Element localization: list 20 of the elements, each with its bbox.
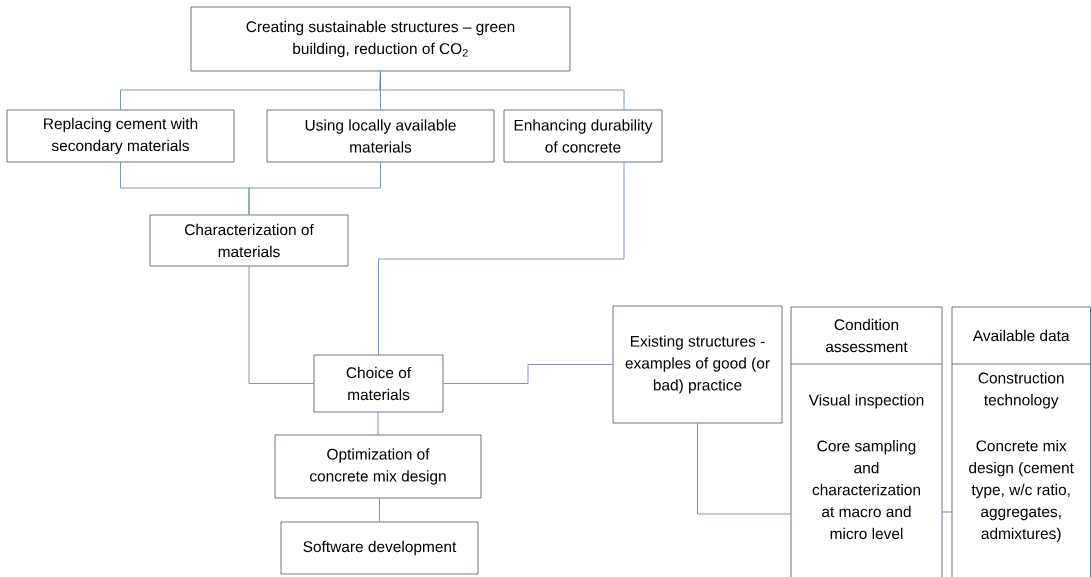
process-box: Choice of materials: [313, 354, 444, 413]
connector-line: [379, 71, 625, 110]
connector-line: [379, 498, 380, 522]
process-box: Optimization of concrete mix design: [274, 434, 482, 499]
connector-line: [378, 162, 625, 355]
process-box: Characterization of materials: [149, 214, 349, 267]
table-column: Condition assessment Visual inspection Core sampling and characterization at macro and micro level: [790, 306, 943, 577]
connector-line: [941, 511, 953, 513]
process-box: Software development: [280, 521, 479, 575]
process-box: Enhancing durability of concrete: [503, 109, 663, 163]
connector-line: [377, 412, 379, 435]
connector-line: [697, 423, 792, 515]
connector-line: [248, 162, 381, 215]
process-box: Replacing cement with secondary materials: [6, 109, 235, 163]
process-box: Using locally available materials: [266, 109, 495, 163]
table-column: Available data Construction technology Concrete mix design (cement type, w/c ratio, aggregates, admixtures): [951, 306, 1091, 577]
process-box: Existing structures - examples of good (or bad) practice: [612, 305, 783, 424]
connector-line: [443, 364, 613, 384]
process-box: Creating sustainable structures – green building, reduction of CO$_{2}$: [190, 6, 571, 72]
connector-line: [248, 266, 314, 384]
